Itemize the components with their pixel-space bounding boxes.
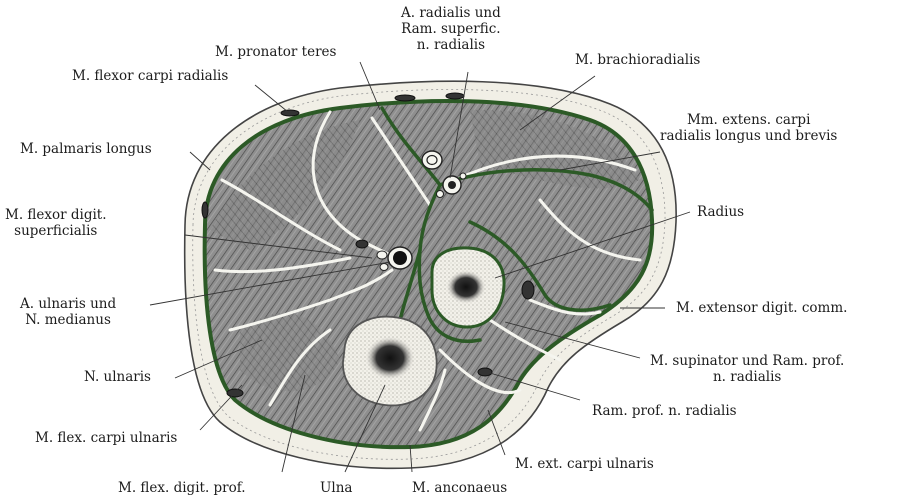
ram-prof-vessel	[478, 368, 492, 376]
label-flexor-digit-superf: M. flexor digit. superficialis	[5, 207, 107, 239]
label-radius: Radius	[697, 204, 744, 220]
label-flex-carpi-ulnaris: M. flex. carpi ulnaris	[35, 430, 177, 446]
label-a-ulnaris: A. ulnaris und N. medianus	[20, 296, 116, 328]
label-a-ulnaris-line-2: N. medianus	[20, 312, 116, 328]
label-extensor-digit-comm: M. extensor digit. comm.	[676, 300, 847, 316]
label-a-radialis: A. radialis und Ram. superfic. n. radial…	[401, 5, 501, 53]
superficial-vein-3	[446, 93, 464, 99]
label-pronator-teres: M. pronator teres	[215, 44, 336, 60]
label-anconaeus: M. anconaeus	[412, 480, 507, 496]
label-supinator-line-1: M. supinator und Ram. prof.	[650, 353, 844, 369]
label-flex-digit-prof: M. flex. digit. prof.	[118, 480, 246, 496]
label-flexor-digit-superf-line-2: superficialis	[5, 223, 107, 239]
superficial-vein-4	[202, 202, 208, 218]
ulna-bone	[343, 317, 437, 406]
label-ext-carpi-ulnaris: M. ext. carpi ulnaris	[515, 456, 654, 472]
superficial-vein-1	[281, 110, 299, 116]
label-n-ulnaris: N. ulnaris	[84, 369, 151, 385]
label-brachioradialis: M. brachioradialis	[575, 52, 700, 68]
radius-bone	[432, 248, 504, 327]
label-extens-carpi-line-1: Mm. extens. carpi	[660, 112, 837, 128]
label-supinator-line-2: n. radialis	[650, 369, 844, 385]
label-extens-carpi: Mm. extens. carpi radialis longus und br…	[660, 112, 837, 144]
label-a-radialis-line-2: Ram. superfic.	[401, 21, 501, 37]
label-ram-prof: Ram. prof. n. radialis	[592, 403, 737, 419]
label-flexor-carpi-radialis: M. flexor carpi radialis	[72, 68, 228, 84]
label-a-ulnaris-line-1: A. ulnaris und	[20, 296, 116, 312]
label-a-radialis-line-3: n. radialis	[401, 37, 501, 53]
label-extens-carpi-line-2: radialis longus und brevis	[660, 128, 837, 144]
label-ulna: Ulna	[320, 480, 352, 496]
label-a-radialis-line-1: A. radialis und	[401, 5, 501, 21]
vessel-extensor	[522, 281, 534, 299]
label-supinator: M. supinator und Ram. prof. n. radialis	[650, 353, 844, 385]
label-palmaris-longus: M. palmaris longus	[20, 141, 152, 157]
superficial-vein-2	[395, 95, 415, 101]
label-flexor-digit-superf-line-1: M. flexor digit.	[5, 207, 107, 223]
